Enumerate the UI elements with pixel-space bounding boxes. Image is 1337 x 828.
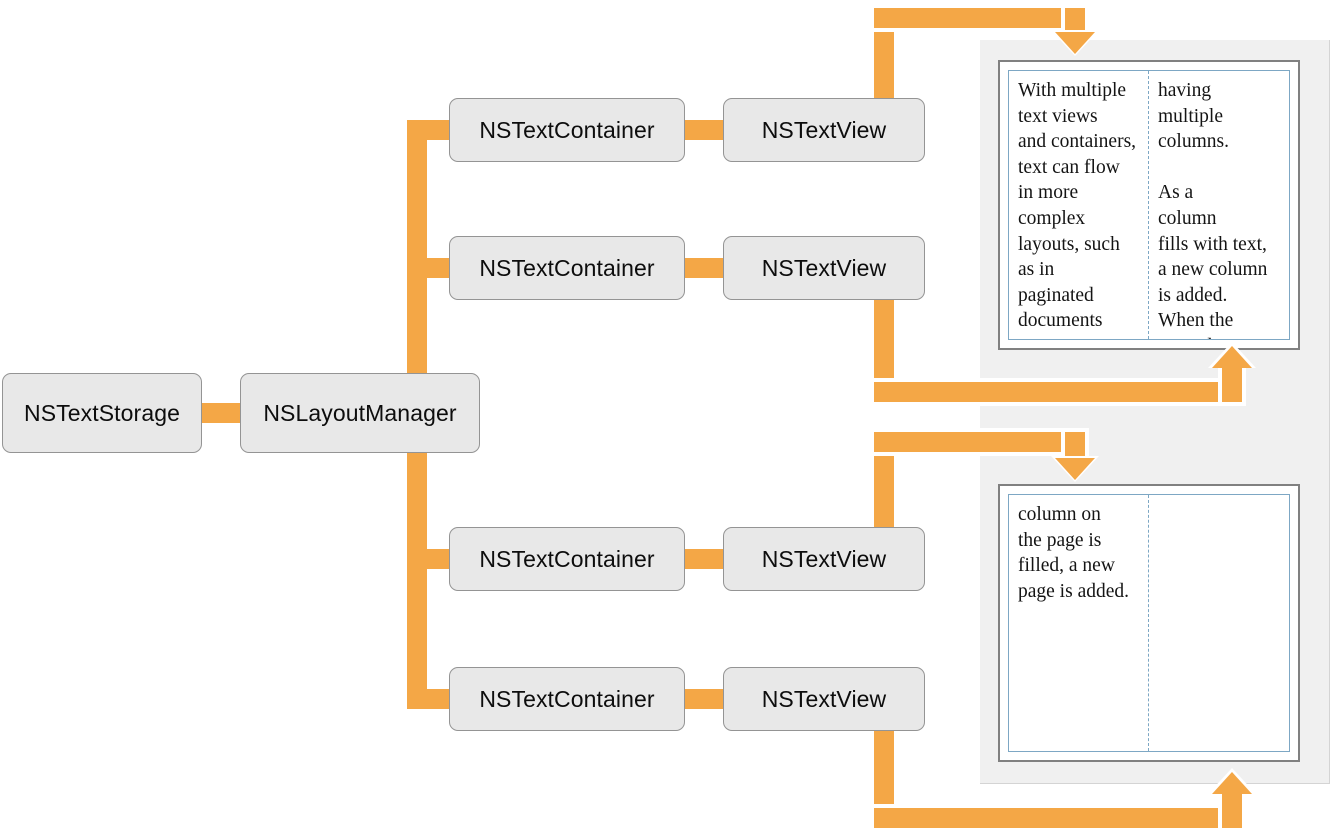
flow2-horizontal	[874, 382, 1242, 402]
connector-branch-container-4	[407, 689, 459, 709]
node-nstextcontainer-1[interactable]: NSTextContainer	[449, 98, 685, 162]
flow4-arrowhead-up-icon	[1212, 772, 1252, 794]
flow2-arrowhead-up-icon	[1212, 346, 1252, 368]
connector-branch-container-2	[407, 258, 459, 278]
node-nstextview-1[interactable]: NSTextView	[723, 98, 925, 162]
flow1-arrowhead-down-icon	[1055, 32, 1095, 54]
page-two-sheet: column on the page is filled, a new page…	[998, 484, 1300, 762]
page-one-sheet: With multiple text views and containers,…	[998, 60, 1300, 350]
connector-container-view-2	[680, 258, 728, 278]
page-two-column-left: column on the page is filled, a new page…	[1009, 495, 1149, 751]
node-nstextstorage[interactable]: NSTextStorage	[2, 373, 202, 453]
connector-container-view-3	[680, 549, 728, 569]
node-nstextview-2[interactable]: NSTextView	[723, 236, 925, 300]
page-two-column-right	[1149, 495, 1289, 751]
connector-storage-layoutmanager	[196, 403, 248, 423]
node-nstextcontainer-3[interactable]: NSTextContainer	[449, 527, 685, 591]
flow3-horizontal	[874, 432, 1085, 452]
page-two-text-frame: column on the page is filled, a new page…	[1008, 494, 1290, 752]
flow1-vertical-down	[1065, 8, 1085, 36]
node-nslayoutmanager[interactable]: NSLayoutManager	[240, 373, 480, 453]
flow2-vertical-down	[874, 278, 894, 382]
flow3-vertical-up	[874, 432, 894, 549]
node-nstextcontainer-2[interactable]: NSTextContainer	[449, 236, 685, 300]
flow4-vertical-down	[874, 709, 894, 808]
connector-branch-container-1	[407, 120, 459, 140]
flow3-arrowhead-down-icon	[1055, 458, 1095, 480]
flow3-vertical-down	[1065, 432, 1085, 462]
node-nstextview-4[interactable]: NSTextView	[723, 667, 925, 731]
page-one-text-frame: With multiple text views and containers,…	[1008, 70, 1290, 340]
flow4-horizontal	[874, 808, 1242, 828]
flow1-horizontal	[874, 8, 1085, 28]
connector-container-view-1	[680, 120, 728, 140]
flow4-vertical-up	[1222, 794, 1242, 828]
page-one-column-left: With multiple text views and containers,…	[1009, 71, 1149, 339]
flow2-vertical-up	[1222, 368, 1242, 402]
connector-branch-container-3	[407, 549, 459, 569]
node-nstextview-3[interactable]: NSTextView	[723, 527, 925, 591]
node-nstextcontainer-4[interactable]: NSTextContainer	[449, 667, 685, 731]
connector-container-view-4	[680, 689, 728, 709]
flow1-vertical-up	[874, 8, 894, 120]
page-one-column-right: having multiple columns. As a column fil…	[1158, 80, 1268, 339]
